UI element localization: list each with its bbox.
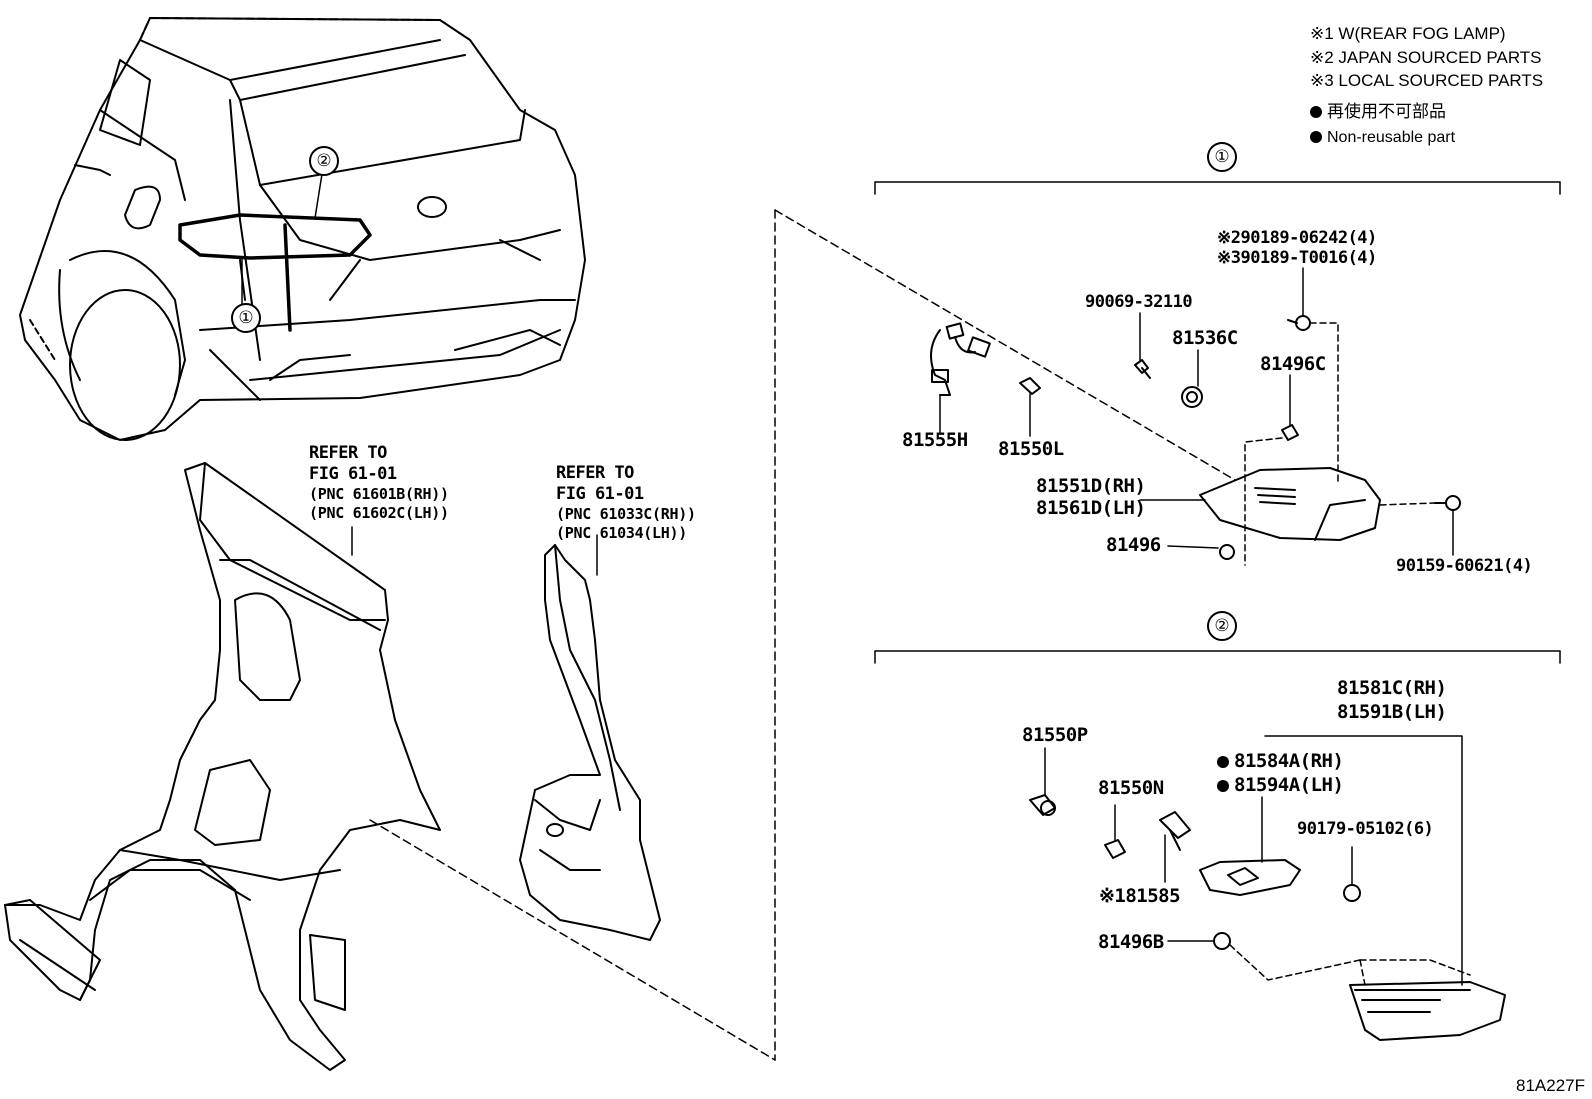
legend-note-rear-fog: ※1 W(REAR FOG LAMP)	[1310, 24, 1506, 43]
refer-left-line1: REFER TO	[309, 443, 387, 463]
part-label-81561D-lh: 81561D(LH)	[1036, 497, 1146, 519]
bullet-dot	[1310, 131, 1322, 143]
part-label-81591B-lh: 81591B(LH)	[1337, 701, 1447, 723]
clip-81496B	[1167, 932, 1361, 981]
refer-mid-line2: FIG 61-01	[556, 484, 644, 504]
part-label-81584A-rh: 81584A(RH)	[1217, 750, 1344, 772]
part-label-81585: ※181585	[1099, 885, 1181, 907]
refer-mid-line4: (PNC 61034(LH))	[556, 524, 687, 542]
legend-nonreusable-en-text: Non-reusable part	[1327, 129, 1456, 146]
legend-nonreusable-jp-text: 再使用不可部品	[1327, 102, 1446, 121]
part-label-90189-06242: ※290189-06242(4)	[1217, 228, 1377, 248]
screw-90069	[1134, 312, 1151, 379]
refer-mid-line1: REFER TO	[556, 463, 634, 483]
bullet-dot	[1310, 106, 1322, 118]
part-label-81551D-rh: 81551D(RH)	[1036, 475, 1146, 497]
legend-note-japan-sourced: ※2 JAPAN SOURCED PARTS	[1310, 48, 1542, 67]
callout-1-vehicle: ①	[231, 303, 261, 333]
quarter-panel-illustration	[4, 462, 441, 1071]
socket-81536C	[1181, 349, 1203, 408]
screw-90189	[1287, 267, 1339, 483]
wire-harness-81555H	[930, 322, 991, 433]
part-label-81550L: 81550L	[998, 438, 1064, 460]
part-label-81555H: 81555H	[902, 429, 968, 451]
nut-90159	[1379, 495, 1461, 556]
group2-bracket	[874, 650, 1561, 664]
legend-note-local-sourced: ※3 LOCAL SOURCED PARTS	[1310, 71, 1544, 90]
part-label-81594A-text: 81594A(LH)	[1234, 774, 1344, 796]
vehicle-rear-illustration	[19, 17, 586, 441]
diagram-code: 81A227F	[1516, 1076, 1585, 1095]
rear-combination-lamp-81551D	[1139, 467, 1381, 541]
part-label-81536C: 81536C	[1172, 327, 1238, 349]
bulb-81550L	[1019, 377, 1041, 437]
part-label-81496C: 81496C	[1260, 353, 1326, 375]
bullet-dot	[1217, 756, 1229, 768]
part-label-81496B: 81496B	[1098, 931, 1164, 953]
group1-bracket	[874, 181, 1561, 195]
refer-left-line3: (PNC 61601B(RH))	[309, 485, 449, 503]
back-door-lamp-81581C	[1264, 735, 1506, 1041]
part-label-81594A-lh: 81594A(LH)	[1217, 774, 1344, 796]
bulb-81550N	[1104, 804, 1126, 859]
inner-panel-illustration	[519, 534, 661, 941]
clip-81496C	[1244, 374, 1299, 566]
section-outline	[369, 209, 1236, 1061]
part-label-90189-T0016: ※390189-T0016(4)	[1217, 248, 1377, 268]
callout-2-vehicle: ②	[309, 146, 339, 176]
legend-nonreusable-jp: 再使用不可部品	[1310, 102, 1446, 122]
part-label-81581C-rh: 81581C(RH)	[1337, 677, 1447, 699]
part-label-81584A-text: 81584A(RH)	[1234, 750, 1344, 772]
refer-left-line2: FIG 61-01	[309, 464, 397, 484]
part-label-90069-32110: 90069-32110	[1085, 292, 1193, 312]
refer-mid-line3: (PNC 61033C(RH))	[556, 505, 696, 523]
part-label-81496: 81496	[1106, 534, 1161, 556]
refer-left-line4: (PNC 61602C(LH))	[309, 504, 449, 522]
socket-81585	[1159, 811, 1191, 883]
socket-81550P	[1029, 747, 1056, 816]
callout-1-group: ①	[1207, 142, 1237, 172]
part-label-90159-60621: 90159-60621(4)	[1396, 556, 1533, 576]
clip-81496	[1167, 544, 1235, 560]
part-label-81550N: 81550N	[1098, 777, 1164, 799]
callout-2-group: ②	[1207, 611, 1237, 641]
gasket-81584A	[1199, 796, 1301, 896]
legend-nonreusable-en: Non-reusable part	[1310, 128, 1455, 148]
part-label-90179-05102: 90179-05102(6)	[1297, 819, 1434, 839]
bullet-dot	[1217, 780, 1229, 792]
part-label-81550P: 81550P	[1022, 724, 1088, 746]
nut-90179	[1343, 846, 1361, 902]
